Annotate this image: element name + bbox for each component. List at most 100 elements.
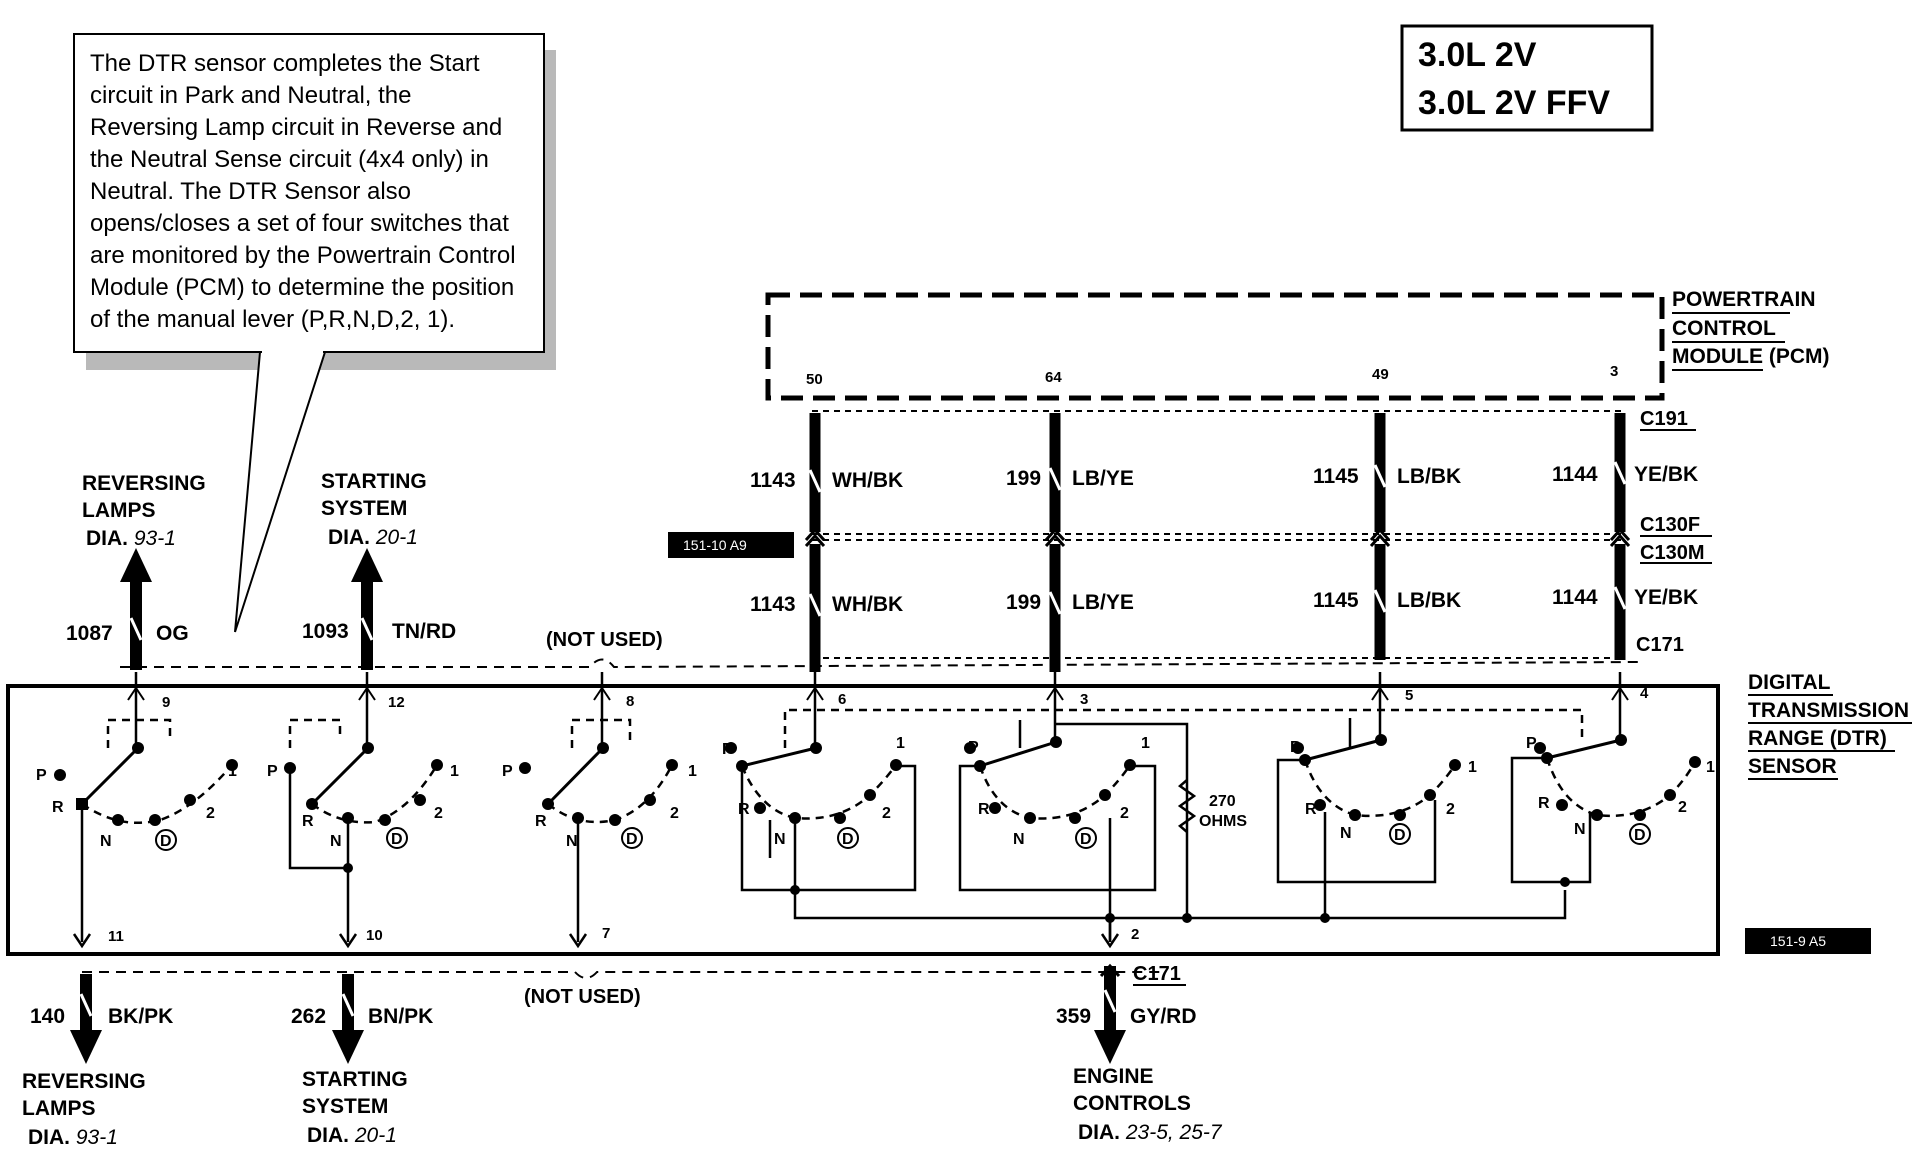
svg-text:R: R [302, 813, 314, 830]
svg-text:1: 1 [1706, 759, 1715, 776]
engine-title-line2: 3.0L 2V FFV [1418, 84, 1610, 122]
pcm-wire-labels: 1143 WH/BK 1143 WH/BK 199 LB/YE 199 LB/Y… [750, 463, 1698, 616]
svg-text:151-10 A9: 151-10 A9 [683, 537, 747, 553]
connector-c171-top: C171 [1636, 634, 1684, 656]
wire-199-lower-circuit: 199 [1006, 591, 1041, 614]
pcm-pin-3: 3 [1610, 363, 1618, 380]
drive-marker: D [621, 827, 643, 849]
svg-text:N: N [1340, 825, 1352, 842]
wire-1145-upper-circuit: 1145 [1313, 465, 1359, 488]
switch-5 [958, 672, 1197, 942]
wire-199-lower-color: LB/YE [1072, 591, 1134, 614]
svg-text:R: R [978, 801, 990, 818]
svg-text:1: 1 [1141, 735, 1150, 752]
svg-text:1: 1 [688, 763, 697, 780]
connector-c130m: C130M [1640, 542, 1704, 564]
switch-7 [1510, 672, 1697, 884]
pcm-module: POWERTRAIN CONTROL MODULE (PCM) 50 64 49… [765, 288, 1830, 401]
svg-text:P: P [1290, 739, 1301, 756]
svg-text:D: D [626, 831, 638, 848]
svg-text:R: R [738, 801, 750, 818]
svg-text:1087: 1087 [66, 622, 113, 645]
svg-text:D: D [842, 831, 854, 848]
bottom-pin-arrows [72, 933, 1120, 949]
svg-text:1093: 1093 [302, 620, 349, 643]
svg-text:STARTING: STARTING [321, 470, 427, 493]
pcm-pin-49: 49 [1372, 366, 1389, 383]
top-output-starting: STARTING SYSTEM DIA. 20-1 1093 TN/RD [302, 470, 456, 670]
switch-2-nodes [284, 742, 443, 873]
svg-text:9: 9 [162, 694, 170, 711]
svg-text:ENGINE: ENGINE [1073, 1065, 1154, 1088]
svg-text:7: 7 [602, 925, 610, 942]
svg-text:2: 2 [1131, 926, 1139, 943]
svg-text:R: R [1538, 795, 1550, 812]
engine-title-line1: 3.0L 2V [1418, 36, 1537, 74]
switch-4 [740, 672, 1584, 920]
svg-text:DIGITAL: DIGITAL [1748, 671, 1831, 694]
wire-1144-upper-circuit: 1144 [1552, 463, 1598, 486]
svg-text:DIA. 20-1: DIA. 20-1 [328, 526, 418, 549]
wire-1143-lower-color: WH/BK [832, 593, 903, 616]
svg-text:10: 10 [366, 927, 383, 944]
drive-marker: D [1629, 823, 1651, 845]
svg-text:CONTROLS: CONTROLS [1073, 1092, 1191, 1115]
svg-text:N: N [100, 833, 112, 850]
wire-1145-upper-color: LB/BK [1397, 465, 1461, 488]
svg-text:LAMPS: LAMPS [82, 499, 156, 522]
callout-box [73, 33, 556, 633]
svg-text:D: D [1394, 827, 1406, 844]
svg-text:TN/RD: TN/RD [392, 620, 456, 643]
svg-text:DIA. 93-1: DIA. 93-1 [28, 1126, 118, 1149]
switch-7-nodes [1534, 734, 1701, 887]
svg-text:TRANSMISSION: TRANSMISSION [1748, 699, 1909, 722]
svg-text:4: 4 [1640, 685, 1649, 702]
svg-text:12: 12 [388, 694, 405, 711]
resistor-label: 270 OHMS [1199, 793, 1247, 830]
switch-3 [546, 672, 674, 942]
wire-slashes [808, 461, 1627, 617]
top-not-used-label: (NOT USED) [546, 629, 663, 651]
connector-chevrons [804, 527, 1631, 548]
svg-text:BN/PK: BN/PK [368, 1005, 433, 1028]
switch-1 [80, 672, 233, 942]
pcm-label-line1: POWERTRAIN [1672, 288, 1816, 311]
svg-text:STARTING: STARTING [302, 1068, 408, 1091]
bottom-harness-line [82, 971, 1160, 979]
wire-1145-lower-circuit: 1145 [1313, 589, 1359, 612]
drive-marker: D [1075, 827, 1097, 849]
callout-text: The DTR sensor completes the Start circu… [90, 50, 516, 333]
svg-text:LAMPS: LAMPS [22, 1097, 96, 1120]
connector-c171-bottom: C171 [1133, 963, 1181, 985]
svg-text:140: 140 [30, 1005, 65, 1028]
svg-text:8: 8 [626, 693, 634, 710]
bottom-output-engine: C171 359 GY/RD ENGINE CONTROLS DIA. 23-5… [1056, 963, 1223, 1144]
svg-text:270: 270 [1209, 793, 1236, 810]
wire-1144-upper-color: YE/BK [1634, 463, 1698, 486]
svg-text:SYSTEM: SYSTEM [302, 1095, 388, 1118]
svg-text:6: 6 [838, 691, 846, 708]
svg-text:DIA. 23-5, 25-7: DIA. 23-5, 25-7 [1078, 1121, 1223, 1144]
drive-marker: D [155, 829, 177, 851]
drive-marker: D [837, 827, 859, 849]
svg-text:SYSTEM: SYSTEM [321, 497, 407, 520]
wire-1144-lower-circuit: 1144 [1552, 586, 1598, 609]
svg-text:359: 359 [1056, 1005, 1091, 1028]
svg-text:OHMS: OHMS [1199, 813, 1247, 830]
pcm-pin-50: 50 [806, 371, 823, 388]
bottom-output-starting: 262 BN/PK STARTING SYSTEM DIA. 20-1 [291, 974, 433, 1147]
svg-text:GY/RD: GY/RD [1130, 1005, 1197, 1028]
svg-text:P: P [968, 739, 979, 756]
wire-199-upper-circuit: 199 [1006, 467, 1041, 490]
svg-text:D: D [160, 833, 172, 850]
svg-text:2: 2 [670, 805, 679, 822]
connector-c130f: C130F [1640, 514, 1700, 536]
svg-text:1: 1 [896, 735, 905, 752]
drive-marker: D [1389, 823, 1411, 845]
wire-1143-upper-circuit: 1143 [750, 469, 796, 492]
switch-3-nodes [519, 742, 678, 826]
svg-text:N: N [566, 833, 578, 850]
svg-text:DIA. 93-1: DIA. 93-1 [86, 527, 176, 550]
svg-text:RANGE (DTR): RANGE (DTR) [1748, 727, 1887, 750]
